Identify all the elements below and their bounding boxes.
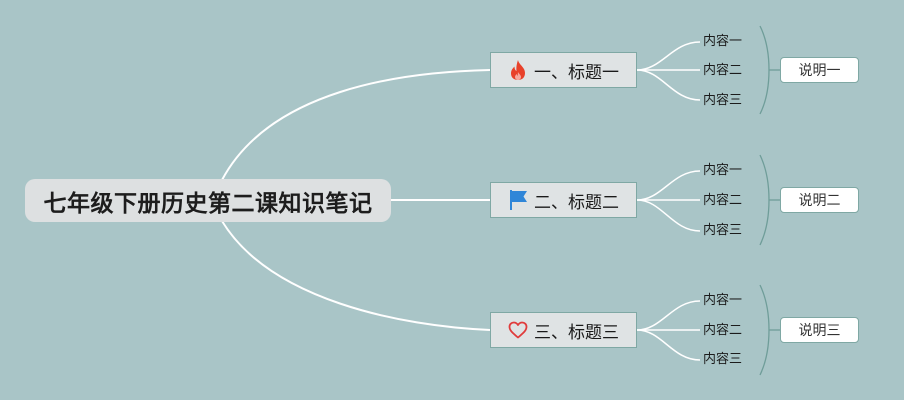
topic-2-item-3[interactable]: 内容三 [703,223,743,238]
topic-2[interactable]: 二、标题二 [490,182,637,218]
topic-1-label: 一、标题一 [534,62,619,83]
topic-3-item-1[interactable]: 内容一 [703,293,743,308]
topic-3-note[interactable]: 说明三 [780,317,859,343]
topic-2-note[interactable]: 说明二 [780,187,859,213]
topic-1-item-3[interactable]: 内容三 [703,93,743,108]
topic-1-note-label: 说明一 [798,63,841,79]
fire-icon [508,59,528,81]
topic-1-note[interactable]: 说明一 [780,57,859,83]
topic-1[interactable]: 一、标题一 [490,52,637,88]
topic-1-item-1[interactable]: 内容一 [703,34,743,49]
heart-icon [508,319,528,341]
topic-1-item-2[interactable]: 内容二 [703,63,743,78]
topic-3-item-3[interactable]: 内容三 [703,352,743,367]
topic-2-label: 二、标题二 [534,192,619,213]
topic-2-item-2[interactable]: 内容二 [703,193,743,208]
topic-3-item-2[interactable]: 内容二 [703,323,743,338]
root-title: 七年级下册历史第二课知识笔记 [43,190,373,217]
topic-3-label: 三、标题三 [534,322,619,343]
topic-2-item-1[interactable]: 内容一 [703,163,743,178]
topic-2-note-label: 说明二 [798,193,841,209]
flag-icon [508,189,528,211]
root-topic[interactable]: 七年级下册历史第二课知识笔记 [25,179,391,222]
topic-3[interactable]: 三、标题三 [490,312,637,348]
topic-3-note-label: 说明三 [798,323,841,339]
